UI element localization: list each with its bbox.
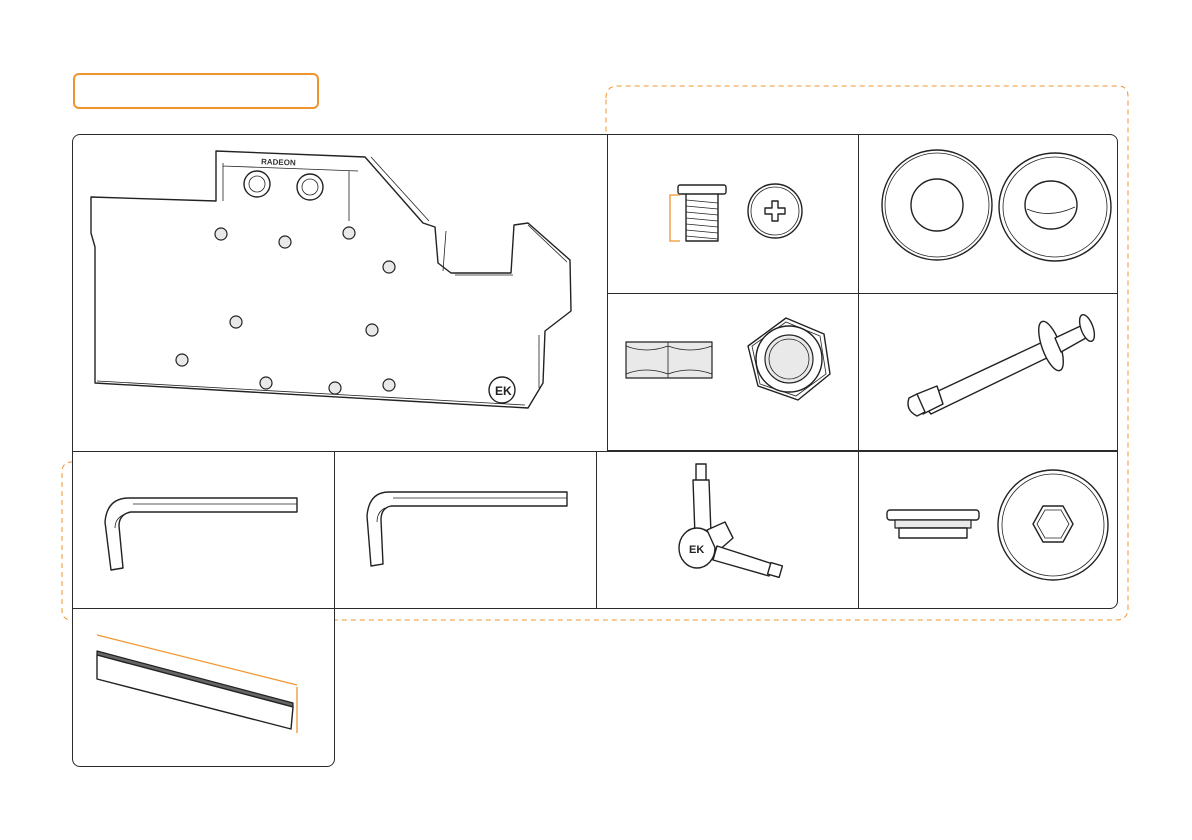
thermal-pad-panel xyxy=(72,608,335,767)
screw-icon xyxy=(608,135,860,295)
plug-icon xyxy=(859,452,1119,610)
backplate-icon: RADEON EK xyxy=(73,135,609,453)
washer-panel xyxy=(858,134,1118,294)
hex-key-1-panel xyxy=(72,451,335,609)
plug-panel xyxy=(858,451,1118,609)
hex-key-2-panel xyxy=(334,451,597,609)
screw-panel xyxy=(607,134,859,294)
hex-key-icon xyxy=(335,452,598,610)
backplate-panel: RADEON EK xyxy=(72,134,608,452)
svg-text:EK: EK xyxy=(495,384,512,398)
hex-key-icon xyxy=(73,452,336,610)
thermal-pad-icon xyxy=(73,609,336,768)
hex-nut-icon xyxy=(608,294,860,452)
nut-panel xyxy=(607,293,859,451)
syringe-icon xyxy=(859,294,1119,452)
svg-text:RADEON: RADEON xyxy=(261,157,296,167)
section-title xyxy=(73,73,319,109)
multi-tool-panel: EK xyxy=(596,451,859,609)
washer-icon xyxy=(859,135,1119,295)
thermal-paste-panel xyxy=(858,293,1118,451)
tool-icon: EK xyxy=(597,452,860,610)
svg-text:EK: EK xyxy=(689,544,704,556)
